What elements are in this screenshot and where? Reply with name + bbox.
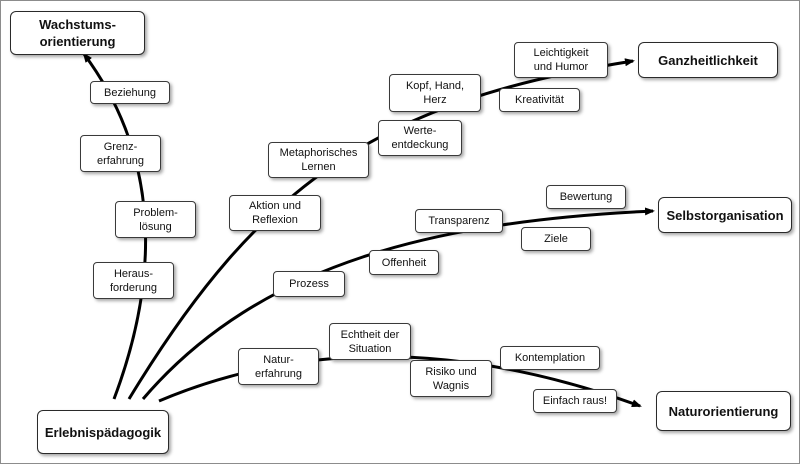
node-herausforderung: Heraus- forderung: [93, 262, 174, 299]
node-kontemplation: Kontemplation: [500, 346, 600, 370]
node-beziehung: Beziehung: [90, 81, 170, 104]
node-kopf-hand-herz: Kopf, Hand, Herz: [389, 74, 481, 112]
node-einfach-raus: Einfach raus!: [533, 389, 617, 413]
node-ganzheitlichkeit: Ganzheitlichkeit: [638, 42, 778, 78]
node-risiko-und-wagnis: Risiko und Wagnis: [410, 360, 492, 397]
node-erlebnispaedagogik: Erlebnispädagogik: [37, 410, 169, 454]
node-leichtigkeit-und-humor: Leichtigkeit und Humor: [514, 42, 608, 78]
node-metaphorisches-lernen: Metaphorisches Lernen: [268, 142, 369, 178]
node-aktion-und-reflexion: Aktion und Reflexion: [229, 195, 321, 231]
node-grenzerfahrung: Grenz- erfahrung: [80, 135, 161, 172]
node-selbstorganisation: Selbstorganisation: [658, 197, 792, 233]
node-wachstumsorientierung: Wachstums- orientierung: [10, 11, 145, 55]
node-kreativitaet: Kreativität: [499, 88, 580, 112]
node-echtheit-der-situation: Echtheit der Situation: [329, 323, 411, 360]
node-prozess: Prozess: [273, 271, 345, 297]
node-naturerfahrung: Natur- erfahrung: [238, 348, 319, 385]
node-problemloesung: Problem- lösung: [115, 201, 196, 238]
node-naturorientierung: Naturorientierung: [656, 391, 791, 431]
node-transparenz: Transparenz: [415, 209, 503, 233]
node-ziele: Ziele: [521, 227, 591, 251]
arrow-to-selbstorganisation: [141, 207, 655, 400]
node-bewertung: Bewertung: [546, 185, 626, 209]
node-offenheit: Offenheit: [369, 250, 439, 275]
node-werteentdeckung: Werte- entdeckung: [378, 120, 462, 156]
